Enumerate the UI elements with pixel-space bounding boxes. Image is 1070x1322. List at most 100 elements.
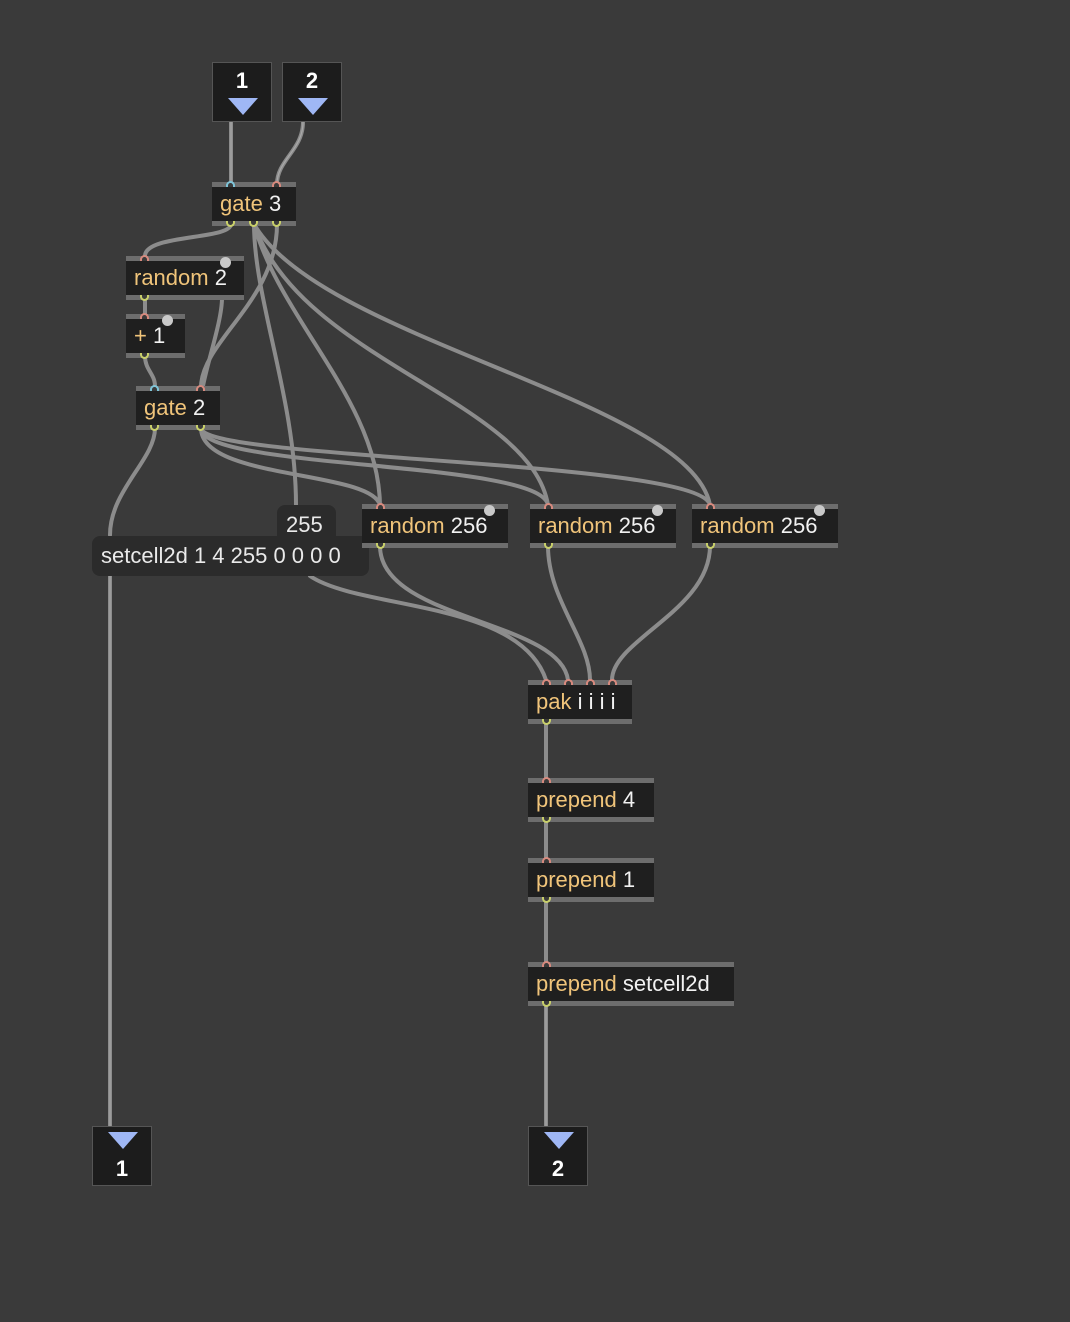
object-arg: setcell2d (622, 971, 710, 996)
object-class: prepend (536, 867, 617, 892)
outlet-port[interactable] (542, 1001, 551, 1007)
object-class: pak (536, 689, 572, 714)
object-arg: 256 (780, 513, 818, 538)
cord (143, 222, 233, 258)
message-text: 255 (286, 512, 323, 537)
inlet-port[interactable] (542, 679, 551, 685)
random256-object[interactable]: random 256 (692, 503, 838, 549)
inlet-port[interactable] (564, 679, 573, 685)
cord (199, 426, 550, 507)
inlet-dot[interactable] (652, 505, 663, 516)
inlet-2-label: 2 (305, 68, 319, 93)
inlet-arrow-icon (298, 98, 328, 115)
inlet-dot[interactable] (484, 505, 495, 516)
outlet-port[interactable] (140, 353, 149, 359)
outlet-port[interactable] (544, 543, 553, 549)
random256-object[interactable]: random 256 (362, 503, 508, 549)
inlet-2[interactable]: 2 (282, 62, 342, 122)
cord (199, 222, 279, 388)
object-class: random (134, 265, 209, 290)
cord (252, 222, 382, 507)
cord (610, 544, 712, 682)
object-class: prepend (536, 787, 617, 812)
random2-object[interactable]: random 2 (126, 255, 244, 301)
gate3-object[interactable]: gate 3 (212, 181, 296, 227)
outlet-port[interactable] (706, 543, 715, 549)
inlet-port[interactable] (542, 777, 551, 783)
inlet-1-label: 1 (235, 68, 249, 93)
object-class: random (370, 513, 445, 538)
outlet-port[interactable] (272, 221, 281, 227)
object-class: + (134, 323, 147, 348)
outlet-port[interactable] (196, 425, 205, 431)
outlet-arrow-icon (544, 1132, 574, 1149)
cord (201, 296, 224, 388)
inlet-port[interactable] (542, 961, 551, 967)
outlet-2[interactable]: 2 (528, 1126, 588, 1186)
object-class: random (700, 513, 775, 538)
object-arg: 2 (192, 395, 206, 420)
inlet-port[interactable] (140, 313, 149, 319)
object-arg: 256 (450, 513, 488, 538)
gate2-object[interactable]: gate 2 (136, 385, 220, 431)
inlet-port[interactable] (150, 385, 159, 391)
outlet-port[interactable] (376, 543, 385, 549)
cord (275, 120, 305, 186)
object-arg: 4 (622, 787, 636, 812)
outlet-port[interactable] (542, 719, 551, 725)
plus1-object[interactable]: + 1 (126, 313, 185, 359)
inlet-port[interactable] (706, 503, 715, 509)
outlet-port[interactable] (542, 817, 551, 823)
inlet-port[interactable] (196, 385, 205, 391)
outlet-1[interactable]: 1 (92, 1126, 152, 1186)
cord (308, 574, 548, 682)
inlet-dot[interactable] (162, 315, 173, 326)
cord (252, 222, 550, 507)
inlet-port[interactable] (226, 181, 235, 187)
inlet-port[interactable] (586, 679, 595, 685)
inlet-1[interactable]: 1 (212, 62, 272, 122)
inlet-arrow-icon (228, 98, 258, 115)
cord (378, 544, 570, 682)
object-arg: 1 (622, 867, 636, 892)
outlet-port[interactable] (542, 897, 551, 903)
inlet-port[interactable] (544, 503, 553, 509)
message-text: setcell2d 1 4 255 0 0 0 0 (101, 543, 341, 568)
prepend1-object[interactable]: prepend 1 (528, 857, 654, 903)
outlet-1-label: 1 (115, 1156, 129, 1181)
inlet-port[interactable] (272, 181, 281, 187)
prepend-setcell2d-object[interactable]: prepend setcell2d (528, 961, 734, 1007)
prepend4-object[interactable]: prepend 4 (528, 777, 654, 823)
cord (252, 222, 712, 507)
cord (143, 354, 157, 388)
object-class: gate (220, 191, 263, 216)
object-class: gate (144, 395, 187, 420)
inlet-dot[interactable] (220, 257, 231, 268)
object-arg: 2 (214, 265, 227, 290)
cord (546, 544, 592, 682)
cord (252, 222, 298, 507)
inlet-port[interactable] (376, 503, 385, 509)
outlet-port[interactable] (150, 425, 159, 431)
inlet-dot[interactable] (814, 505, 825, 516)
inlet-port[interactable] (542, 857, 551, 863)
random256-object[interactable]: random 256 (530, 503, 676, 549)
inlet-port[interactable] (608, 679, 617, 685)
object-arg: 3 (268, 191, 282, 216)
object-arg: 1 (152, 323, 166, 348)
outlet-port[interactable] (249, 221, 258, 227)
object-class: random (538, 513, 613, 538)
object-arg: 256 (618, 513, 656, 538)
cord (108, 426, 157, 537)
message-setcell2d[interactable]: setcell2d 1 4 255 0 0 0 0 (92, 536, 369, 576)
cord (199, 426, 712, 507)
object-class: prepend (536, 971, 617, 996)
outlet-arrow-icon (108, 1132, 138, 1149)
object-arg: i i i i (577, 689, 616, 714)
outlet-port[interactable] (140, 295, 149, 301)
pak-object[interactable]: pak i i i i (528, 679, 632, 725)
inlet-port[interactable] (140, 255, 149, 261)
outlet-2-label: 2 (551, 1156, 565, 1181)
outlet-port[interactable] (226, 221, 235, 227)
